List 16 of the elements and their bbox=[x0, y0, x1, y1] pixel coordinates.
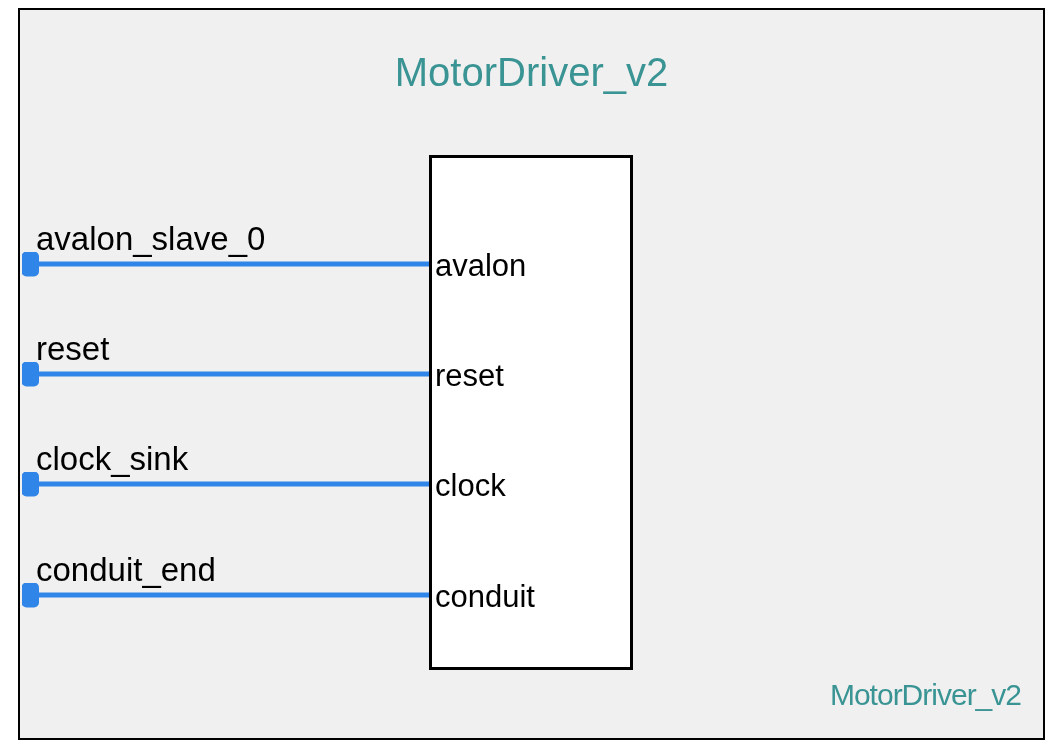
edge-label: conduit_end bbox=[36, 553, 216, 586]
port-connection bbox=[21, 361, 429, 387]
port-connection bbox=[21, 471, 429, 497]
port-connection bbox=[21, 251, 429, 277]
port-name: reset bbox=[435, 360, 504, 391]
instance-name: MotorDriver_v2 bbox=[829, 680, 1021, 710]
edge-label: reset bbox=[36, 332, 110, 365]
port-name: conduit bbox=[435, 581, 535, 612]
port-name: avalon bbox=[435, 250, 527, 281]
component-frame bbox=[18, 8, 1045, 740]
edge-label: avalon_slave_0 bbox=[36, 222, 266, 255]
module-box bbox=[429, 155, 633, 670]
port-name: clock bbox=[435, 470, 506, 501]
edge-label: clock_sink bbox=[36, 442, 189, 475]
component-title: MotorDriver_v2 bbox=[394, 52, 669, 92]
port-connection bbox=[21, 582, 429, 608]
